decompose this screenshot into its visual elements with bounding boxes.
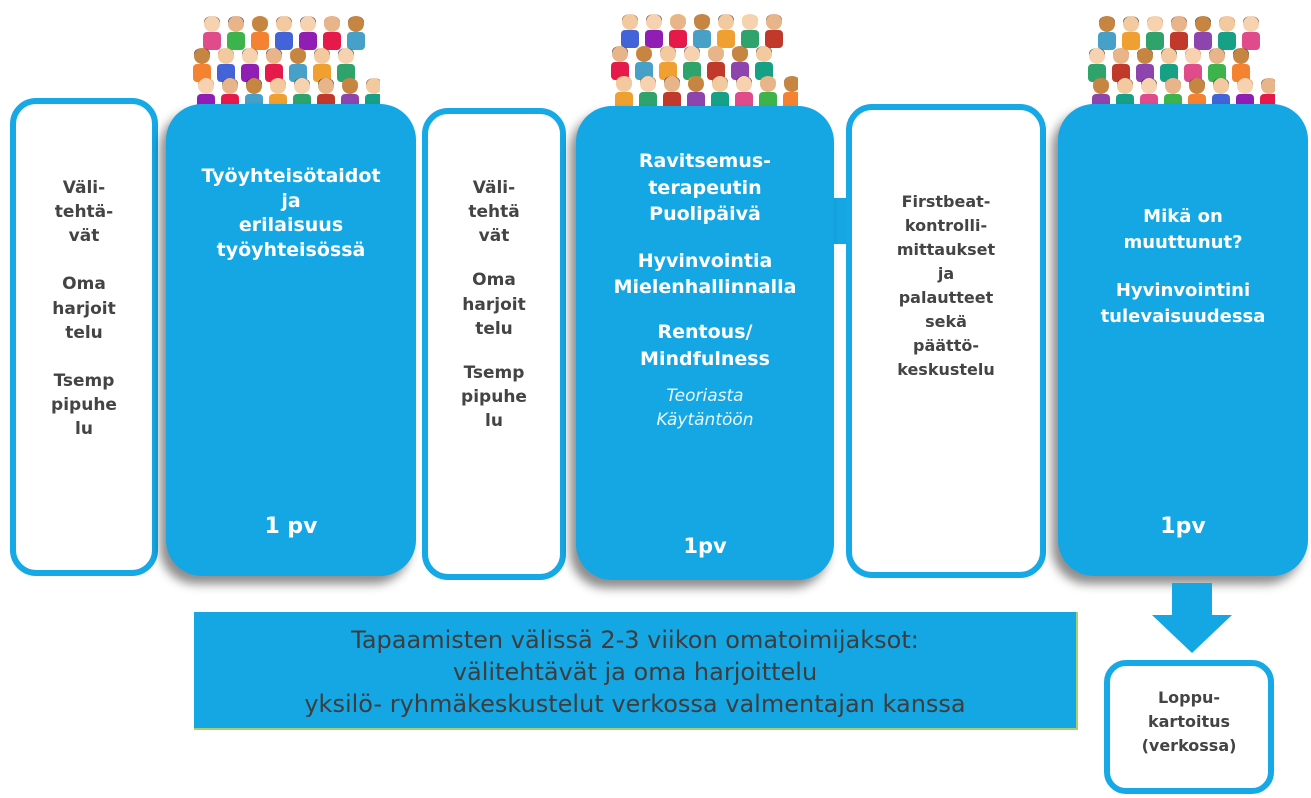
measurement-text: Firstbeat- kontrolli- mittaukset ja pala…	[896, 192, 996, 379]
session-title-change: Mikä on muuttunut?	[1123, 206, 1243, 254]
people-group-icon	[193, 16, 380, 110]
item-assignments: Väli- tehtä vät	[468, 178, 520, 247]
people-group-icon	[1088, 16, 1275, 110]
final-survey-text: Loppu- kartoitus (verkossa)	[1141, 688, 1237, 755]
duration-label: 1pv	[683, 534, 727, 558]
session-box-workplace-skills: Työyhteisötaidot ja erilaisuus työyhteis…	[166, 104, 416, 576]
banner-line-3: yksilö- ryhmäkeskustelut verkossa valmen…	[304, 690, 966, 719]
session-title-mind: Hyvinvointia Mielenhallinnalla	[613, 249, 797, 299]
session-title-nutrition: Ravitsemus- terapeutin Puolipäivä	[638, 150, 772, 226]
session-box-wellbeing: Ravitsemus- terapeutin Puolipäivä Hyvinv…	[576, 106, 834, 580]
duration-label: 1 pv	[264, 514, 318, 539]
item-pep-talk: Tsemp pipuhe lu	[461, 362, 527, 431]
item-assignments: Väli- tehtä- vät	[54, 178, 114, 247]
session-box-future: Mikä on muuttunut? Hyvinvointini tulevai…	[1058, 104, 1308, 576]
session-title-future: Hyvinvointini tulevaisuudessa	[1100, 280, 1266, 328]
assignment-box-1: Väli- tehtä- vät Oma harjoit telu Tsemp …	[10, 98, 158, 576]
duration-label: 1pv	[1160, 514, 1206, 539]
final-survey-box: Loppu- kartoitus (verkossa)	[1104, 660, 1274, 794]
item-pep-talk: Tsemp pipuhe lu	[51, 370, 117, 439]
down-arrow-icon	[1152, 583, 1232, 653]
banner-line-2: välitehtävät ja oma harjoittelu	[452, 658, 818, 687]
item-practice: Oma harjoit telu	[52, 274, 116, 343]
session-note: Teoriasta Käytäntöön	[656, 386, 754, 431]
people-group-icon	[611, 14, 798, 108]
session-title: Työyhteisötaidot ja erilaisuus työyhteis…	[201, 165, 381, 262]
banner-line-1: Tapaamisten välissä 2-3 viikon omatoimij…	[351, 626, 919, 654]
item-practice: Oma harjoit telu	[462, 270, 526, 339]
assignment-box-2: Väli- tehtä vät Oma harjoit telu Tsemp p…	[422, 108, 566, 580]
measurement-box: Firstbeat- kontrolli- mittaukset ja pala…	[846, 104, 1046, 578]
session-title-mindfulness: Rentous/ Mindfulness	[640, 320, 770, 370]
between-sessions-banner: Tapaamisten välissä 2-3 viikon omatoimij…	[194, 612, 1078, 730]
